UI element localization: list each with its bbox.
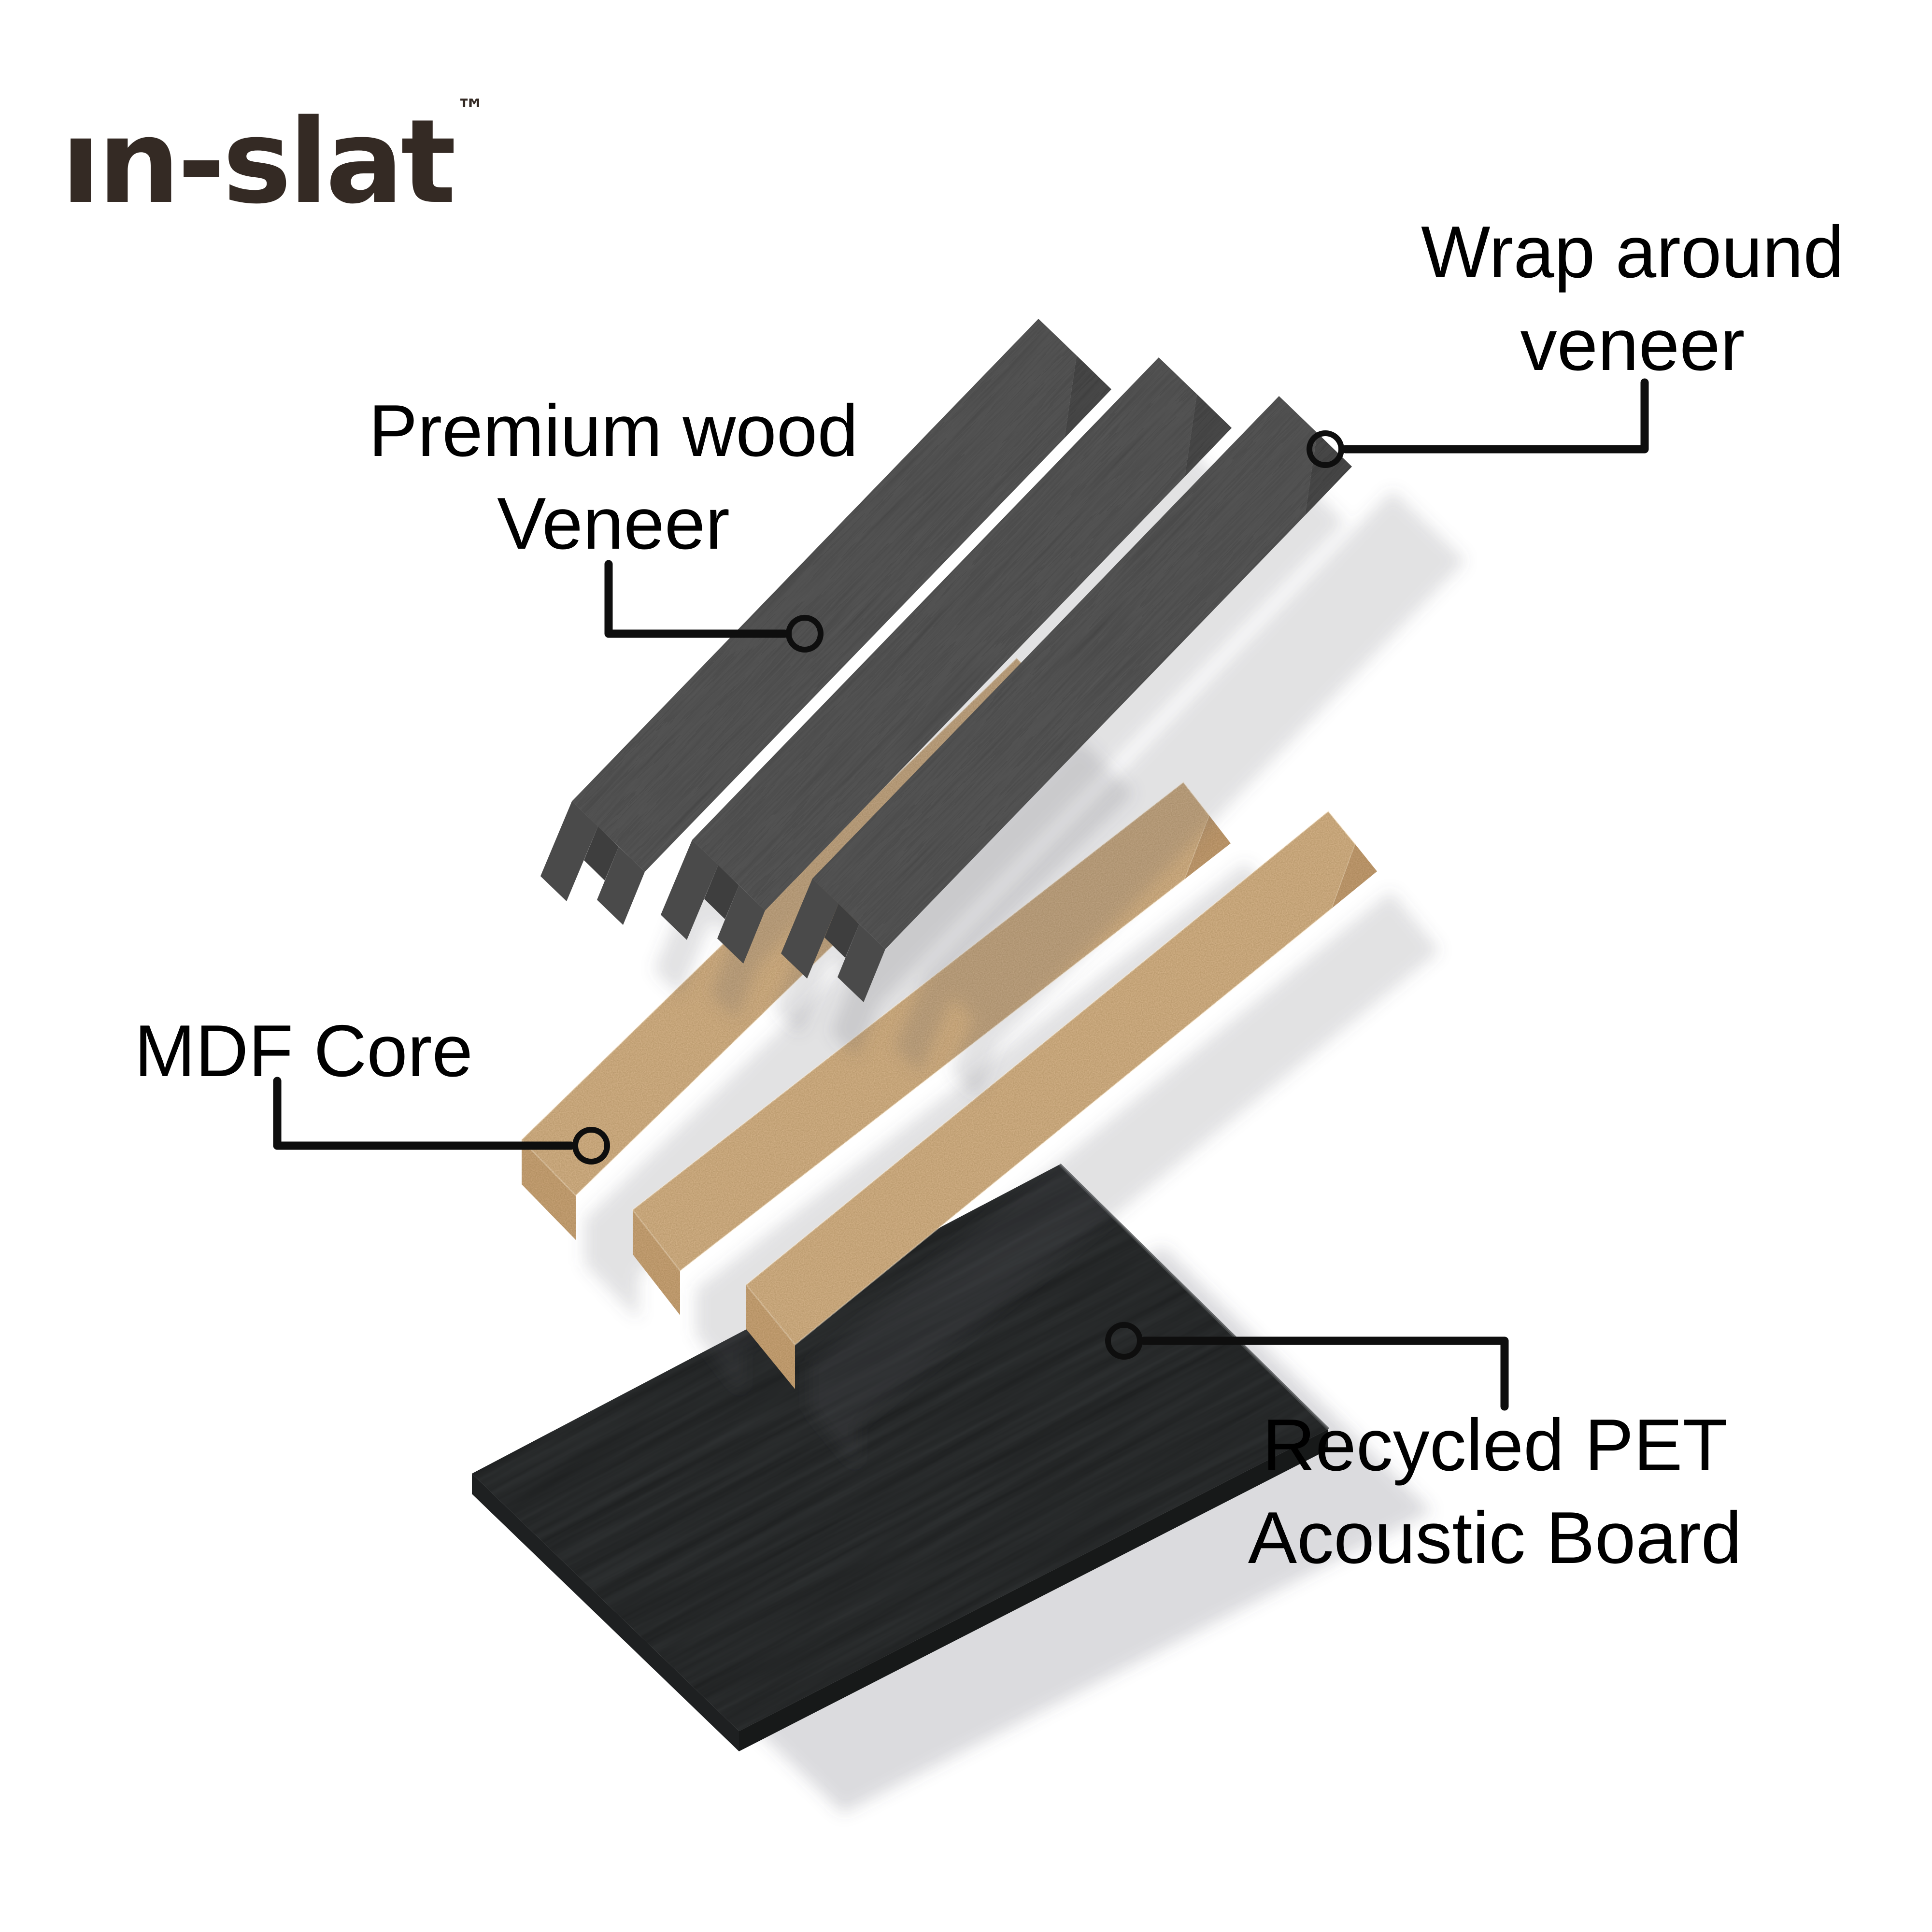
label-line: Recycled PET (1262, 1404, 1728, 1486)
board-left-edge-face (472, 1474, 739, 1751)
label-recycled-pet-acoustic-board: Recycled PET Acoustic Board (1108, 1399, 1881, 1584)
marker-circle-recycled-pet (1105, 1322, 1143, 1360)
board-right-edge-face (739, 1429, 1328, 1751)
label-mdf-core: MDF Core (134, 1005, 473, 1097)
marker-circle-premium-wood-veneer (786, 615, 824, 653)
veneer-channel-leg (838, 924, 885, 1002)
marker-circle-mdf-core (572, 1127, 610, 1165)
veneer-shadow-leg (831, 980, 879, 1058)
mdf-shadow-3 (809, 891, 1440, 1469)
veneer-shadow-leg (774, 934, 832, 1034)
veneer-channel-leg (661, 840, 718, 940)
veneer-shadow-leg (895, 973, 952, 1073)
veneer-shadow-leg (654, 895, 711, 995)
label-line: MDF Core (134, 1010, 473, 1092)
label-line: veneer (1520, 304, 1745, 386)
marker-circle-wrap-around-veneer (1307, 430, 1344, 468)
veneer-shadow-shape (926, 490, 1465, 1043)
veneer-shadow-3 (895, 490, 1465, 1096)
label-premium-wood-veneer: Premium wood Veneer (227, 384, 1000, 570)
veneer-channel-notch (704, 865, 739, 919)
veneer-channel-leg (597, 847, 645, 925)
label-line: Acoustic Board (1248, 1497, 1742, 1579)
leader-line-wrap-around-veneer (1341, 378, 1649, 454)
label-line: Wrap around (1421, 211, 1844, 293)
label-line: Premium wood (369, 390, 858, 472)
veneer-channel-notch (824, 904, 859, 958)
veneer-channel-notch (584, 826, 619, 881)
veneer-channel-leg (781, 879, 838, 979)
leader-line-mdf-core (273, 1077, 575, 1150)
label-line: Veneer (497, 483, 730, 565)
veneer-shadow-leg (710, 941, 758, 1019)
veneer-channel-leg (717, 885, 765, 964)
leader-lines (273, 378, 1649, 1411)
leader-line-recycled-pet (1140, 1336, 1509, 1411)
trademark-symbol: ™ (456, 93, 485, 127)
leader-line-premium-wood-veneer (604, 560, 789, 638)
veneer-channel-leg (540, 801, 598, 901)
label-wrap-around-veneer: Wrap around veneer (1246, 206, 1932, 391)
veneer-shadow-leg (951, 1018, 999, 1096)
brand-logo-text: ın-slat (61, 94, 456, 229)
